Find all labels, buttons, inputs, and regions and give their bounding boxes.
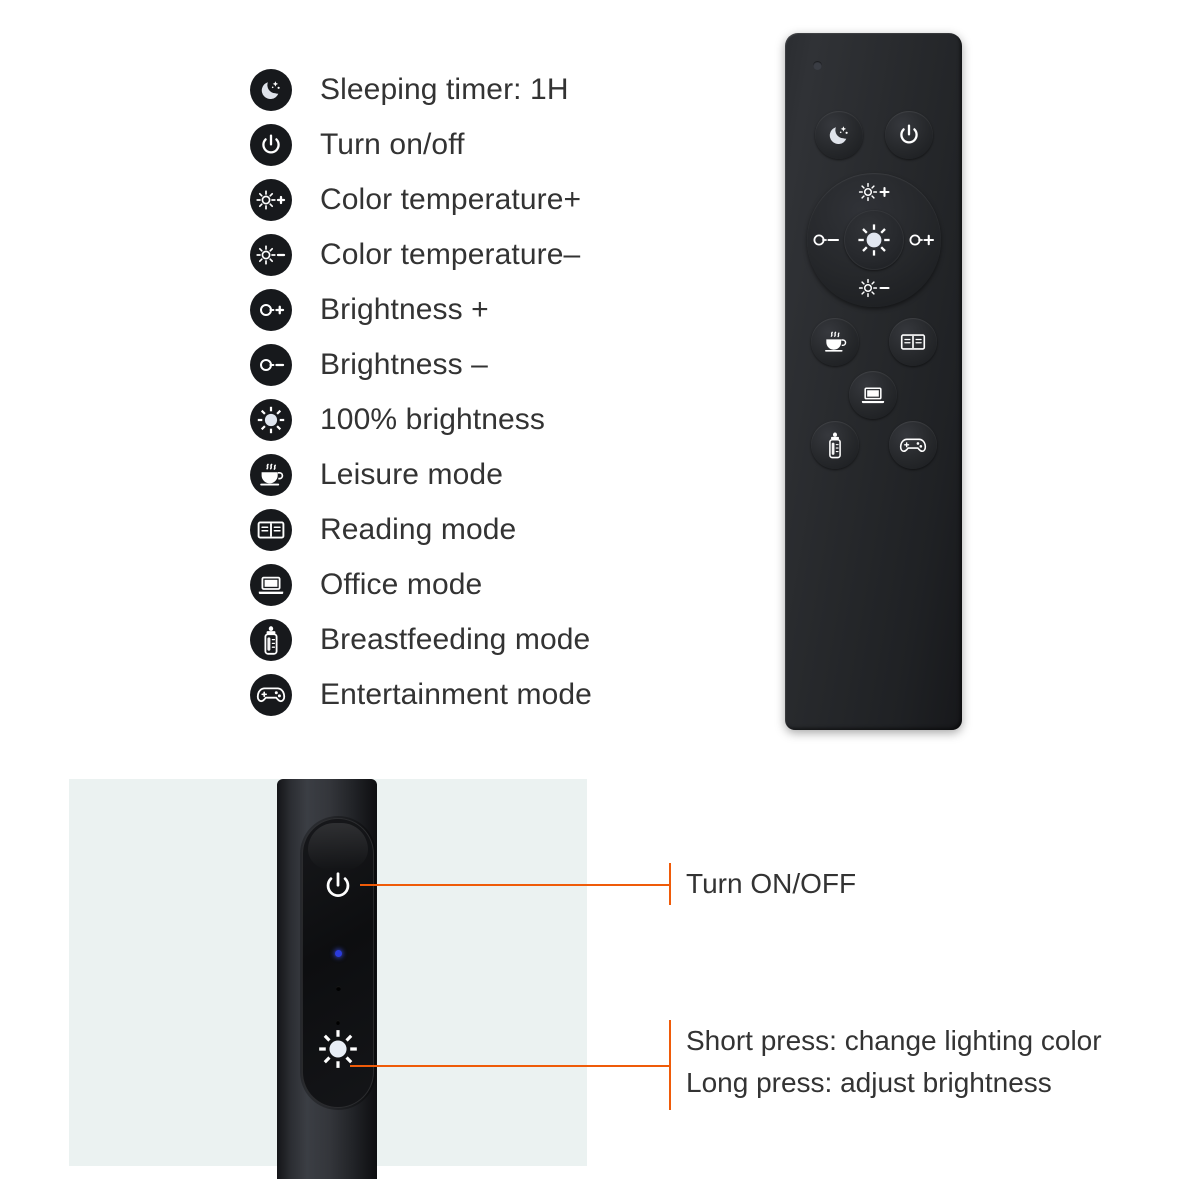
remote-button-breastfeeding-mode[interactable] <box>811 421 859 469</box>
list-item-label: 100% brightness <box>320 402 545 436</box>
callout-leader-line <box>360 884 670 886</box>
list-item-label: Breastfeeding mode <box>320 622 591 656</box>
list-item-label: Color temperature– <box>320 237 581 271</box>
list-item-label: Office mode <box>320 567 483 601</box>
brightness-plus-icon <box>909 234 935 246</box>
coffee-cup-icon <box>250 453 292 496</box>
remote-button-reading-mode[interactable] <box>889 318 937 366</box>
sensor-hole <box>336 1020 340 1025</box>
gamepad-icon <box>250 673 292 716</box>
remote-button-full-brightness[interactable] <box>844 210 904 270</box>
baby-bottle-icon <box>250 618 292 661</box>
moon-stars-icon <box>829 126 848 145</box>
callout-leader-line <box>350 1065 670 1067</box>
remote-dpad[interactable] <box>807 173 941 307</box>
list-item: Leisure mode <box>250 447 670 502</box>
list-item: Breastfeeding mode <box>250 612 670 667</box>
callout-leader-tick <box>669 863 671 905</box>
legend-list: Sleeping timer: 1H Turn on/off <box>250 62 670 722</box>
callout-leader-tick <box>669 1020 671 1110</box>
gamepad-icon <box>899 438 927 452</box>
remote-button-office-mode[interactable] <box>849 371 897 419</box>
callout-line: Long press: adjust brightness <box>686 1067 1052 1098</box>
list-item-label: Sleeping timer: 1H <box>320 72 569 106</box>
callout-power: Turn ON/OFF <box>686 863 856 905</box>
power-icon <box>900 124 918 144</box>
list-item: Color temperature– <box>250 227 670 282</box>
list-item: Sleeping timer: 1H <box>250 62 670 117</box>
list-item-label: Turn on/off <box>320 127 465 161</box>
callout-line: Short press: change lighting color <box>686 1025 1102 1056</box>
list-item-label: Leisure mode <box>320 457 503 491</box>
baby-bottle-icon <box>829 432 841 459</box>
sensor-hole <box>335 986 341 991</box>
blue-led-indicator <box>334 950 342 957</box>
remote-button-power[interactable] <box>885 111 933 159</box>
list-item: Office mode <box>250 557 670 612</box>
brightness-minus-icon <box>250 343 292 386</box>
remote-button-brightness-minus[interactable] <box>809 225 843 255</box>
brightness-minus-icon <box>813 234 840 246</box>
list-item: Entertainment mode <box>250 667 670 722</box>
color-temp-minus-icon <box>250 233 292 276</box>
lamp-power-button[interactable] <box>302 866 374 906</box>
ir-led-dot <box>813 61 822 70</box>
list-item: Reading mode <box>250 502 670 557</box>
remote-button-color-temp-plus[interactable] <box>844 177 904 207</box>
list-item-label: Entertainment mode <box>320 677 592 711</box>
list-item-label: Color temperature+ <box>320 182 582 216</box>
open-book-icon <box>250 508 292 551</box>
coffee-cup-icon <box>825 331 847 352</box>
remote-button-brightness-plus[interactable] <box>905 225 939 255</box>
laptop-icon <box>861 387 885 404</box>
remote-button-color-temp-minus[interactable] <box>844 273 904 303</box>
callout-line: Turn ON/OFF <box>686 868 857 899</box>
list-item: 100% brightness <box>250 392 670 447</box>
remote-button-sleeping-timer[interactable] <box>815 111 863 159</box>
open-book-icon <box>900 334 926 350</box>
list-item: Brightness – <box>250 337 670 392</box>
callout-brightness: Short press: change lighting color Long … <box>686 1020 1102 1104</box>
lamp-control-plate[interactable] <box>302 818 374 1108</box>
moon-stars-icon <box>250 68 292 111</box>
list-item-label: Reading mode <box>320 512 517 546</box>
full-brightness-icon <box>858 224 890 256</box>
laptop-icon <box>250 563 292 606</box>
lamp-brightness-button[interactable] <box>302 1014 374 1084</box>
list-item: Turn on/off <box>250 117 670 172</box>
full-brightness-icon <box>250 398 292 441</box>
list-item: Brightness + <box>250 282 670 337</box>
full-brightness-icon <box>319 1030 357 1068</box>
list-item-label: Brightness + <box>320 292 489 326</box>
remote-button-entertainment-mode[interactable] <box>889 421 937 469</box>
brightness-plus-icon <box>250 288 292 331</box>
color-temp-plus-icon <box>858 182 890 202</box>
remote-control <box>785 33 962 730</box>
list-item: Color temperature+ <box>250 172 670 227</box>
color-temp-minus-icon <box>858 278 890 298</box>
remote-button-leisure-mode[interactable] <box>811 318 859 366</box>
list-item-label: Brightness – <box>320 347 488 381</box>
power-icon <box>326 872 350 897</box>
color-temp-plus-icon <box>250 178 292 221</box>
power-icon <box>250 123 292 166</box>
